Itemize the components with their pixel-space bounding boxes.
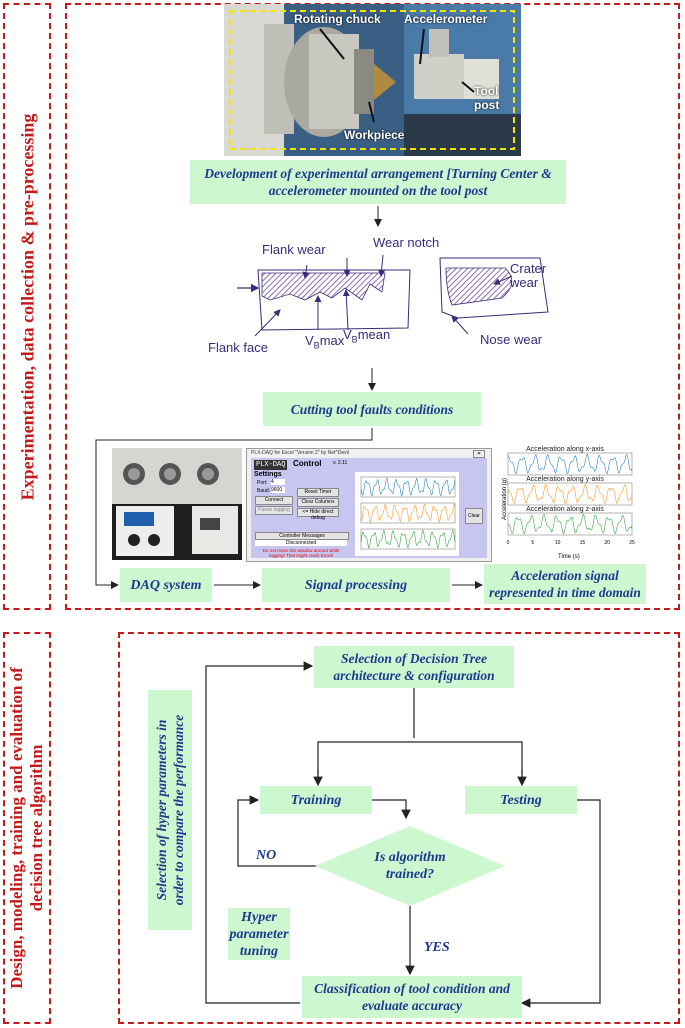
daq-port-input[interactable]: 4 bbox=[271, 479, 285, 485]
label-accelerometer: Accelerometer bbox=[404, 12, 488, 26]
vb-mean-v: V bbox=[343, 327, 352, 342]
daq-clear-button[interactable]: Clear bbox=[465, 508, 483, 524]
daq-version: v. 2.11 bbox=[333, 460, 348, 466]
lathe-photo: Rotating chuck Accelerometer Tool post W… bbox=[224, 4, 521, 156]
label-vb-mean: VBmean bbox=[343, 327, 390, 345]
daq-panel: PLX-DAQ Control v. 2.11 Settings Port: 4… bbox=[251, 458, 487, 558]
daq-clear-columns-button[interactable]: Clear Columns bbox=[297, 498, 339, 507]
section2-label-frame bbox=[3, 632, 51, 1024]
box-classification: Classification of tool condition and eva… bbox=[302, 976, 522, 1018]
plot-z-title: Acceleration along z-axis bbox=[526, 506, 604, 513]
acceleration-plots-svg: 0 5 10 15 20 25 bbox=[507, 452, 635, 546]
daq-settings-label: Settings bbox=[254, 471, 282, 478]
daq-reset-timer-button[interactable]: Reset Timer bbox=[297, 488, 339, 497]
plot-x-title: Acceleration along x-axis bbox=[526, 446, 604, 453]
vb-mean-suffix: mean bbox=[357, 327, 391, 342]
mini-series-x-line-frame bbox=[360, 476, 456, 498]
decision-diamond-label: Is algorithm trained? bbox=[374, 850, 446, 882]
hyper-selection-line2: order to compare the performance bbox=[171, 714, 187, 906]
label-no: NO bbox=[256, 848, 277, 863]
vb-max-sub: B bbox=[313, 340, 320, 351]
daq-hardware-photo bbox=[112, 448, 242, 560]
series-x-line-frame bbox=[507, 452, 633, 476]
box-selection-decision-tree: Selection of Decision Tree architecture … bbox=[314, 646, 514, 688]
x-tick-label: 5 bbox=[531, 540, 534, 546]
daq-logo: PLX-DAQ bbox=[254, 460, 288, 470]
section2-side-label: Design, modeling, training and evaluatio… bbox=[3, 632, 51, 1024]
section1-label-frame bbox=[3, 3, 51, 610]
mini-series-y-line-frame bbox=[360, 502, 456, 524]
section1-side-label: Experimentation, data collection & pre-p… bbox=[17, 113, 37, 500]
box-acceleration-signal: Acceleration signal represented in time … bbox=[484, 564, 646, 604]
section2-side-label-line1: Design, modeling, training and evaluatio… bbox=[7, 667, 26, 989]
series-z-line bbox=[507, 513, 633, 535]
x-tick-label: 10 bbox=[555, 540, 561, 546]
vb-mean-sub: B bbox=[351, 334, 358, 345]
label-yes: YES bbox=[424, 940, 450, 955]
label-flank-face: Flank face bbox=[208, 340, 268, 355]
mini-series-x-line bbox=[360, 477, 456, 497]
daq-warning: Do not move this window around while log… bbox=[262, 548, 340, 558]
label-rotating-chuck: Rotating chuck bbox=[294, 12, 381, 26]
label-vb-max: VBmax bbox=[305, 333, 344, 351]
daq-baud-input[interactable]: 9600 bbox=[271, 487, 285, 493]
label-nose-wear: Nose wear bbox=[480, 332, 543, 347]
label-crater-wear: Crater wear bbox=[510, 261, 547, 290]
box-testing: Testing bbox=[465, 786, 577, 814]
daq-baud-label: Baud: bbox=[257, 488, 271, 494]
daq-window-title: PLX-DAQ for Excel "Version 2" by Net^Dev… bbox=[251, 450, 349, 456]
lathe-photo-drawing bbox=[224, 4, 521, 156]
daq-mini-plots-svg bbox=[360, 476, 456, 550]
daq-control-label: Control bbox=[293, 459, 322, 468]
vb-max-v: V bbox=[305, 333, 314, 348]
box-experimental-setup: Development of experimental arrangement … bbox=[190, 160, 566, 204]
box-hyper-parameter-tuning: Hyper parameter tuning bbox=[228, 908, 290, 960]
daq-status: Disconnected bbox=[255, 540, 347, 546]
daq-hardware-drawing bbox=[112, 448, 242, 556]
mini-series-z-line bbox=[360, 529, 456, 549]
plot-y-title: Acceleration along y-axis bbox=[526, 476, 604, 483]
section2-frame bbox=[118, 632, 680, 1024]
x-tick-label: 15 bbox=[580, 540, 586, 546]
vb-max-suffix: max bbox=[319, 333, 345, 348]
box-signal-processing: Signal processing bbox=[262, 568, 450, 602]
plot-xlabel: Time (s) bbox=[558, 554, 580, 560]
daq-hide-debug-button[interactable]: <= Hide direct debug bbox=[297, 508, 339, 521]
label-flank-wear: Flank wear bbox=[262, 242, 326, 257]
daq-controller-messages: Controller Messages bbox=[255, 532, 349, 540]
daq-software-window: PLX-DAQ for Excel "Version 2" by Net^Dev… bbox=[246, 448, 492, 562]
box-cutting-tool-faults: Cutting tool faults conditions bbox=[263, 392, 481, 426]
box-daq-system: DAQ system bbox=[120, 568, 212, 602]
box-training: Training bbox=[260, 786, 372, 814]
acceleration-plots: Acceleration along x-axis Acceleration a… bbox=[494, 446, 636, 562]
series-z-line-frame bbox=[507, 512, 633, 536]
daq-port-label: Port: bbox=[257, 480, 268, 486]
series-y-line-frame bbox=[507, 482, 633, 506]
daq-window-close-icon[interactable]: ✕ bbox=[473, 450, 485, 458]
mini-series-y-line bbox=[360, 503, 456, 523]
hyper-selection-line1: Selection of hyper parameters in bbox=[154, 719, 170, 901]
daq-mini-plots bbox=[355, 472, 459, 556]
label-wear-notch: Wear notch bbox=[373, 235, 440, 250]
x-tick-label: 20 bbox=[604, 540, 610, 546]
series-x-line bbox=[507, 453, 633, 475]
series-y-line bbox=[507, 483, 633, 505]
x-tick-label: 0 bbox=[507, 540, 510, 546]
label-workpiece: Workpiece bbox=[344, 128, 405, 142]
daq-pause-button[interactable]: Pause logging bbox=[255, 506, 293, 515]
label-tool-post: Tool post bbox=[474, 84, 500, 112]
daq-connect-button[interactable]: Connect bbox=[255, 496, 293, 505]
section2-side-label-line2: decision tree algorithm bbox=[27, 744, 46, 912]
box-hyper-parameter-selection: Selection of hyper parameters in order t… bbox=[148, 690, 192, 930]
mini-series-z-line-frame bbox=[360, 528, 456, 550]
x-tick-label: 25 bbox=[629, 540, 635, 546]
